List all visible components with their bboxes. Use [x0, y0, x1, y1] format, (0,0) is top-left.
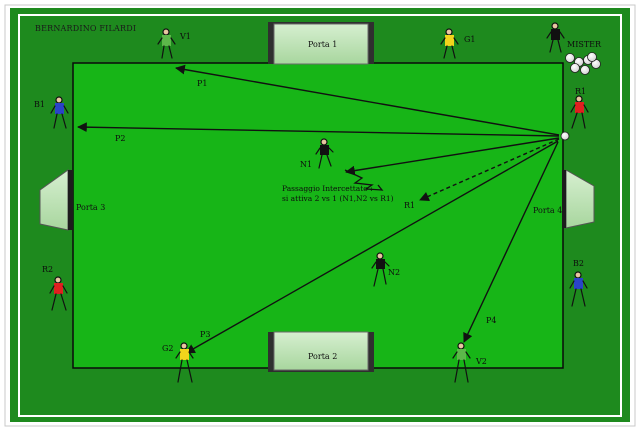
pass-p3-label: P3: [200, 330, 211, 339]
player-g1: [440, 28, 459, 59]
player-v1: [157, 28, 176, 59]
player-b1-label: B1: [34, 100, 45, 109]
player-g2: [175, 342, 194, 383]
pass-arrows: [77, 64, 560, 354]
interception-note: Passaggio Intercettato : si attiva 2 vs …: [282, 184, 394, 203]
pass-n1-arrow: [345, 137, 560, 176]
pass-p1-arrow: [175, 64, 560, 136]
pass-p3-arrow: [185, 140, 559, 354]
player-n1: [315, 138, 334, 169]
goal-right: [562, 169, 595, 229]
goal-bottom: [268, 331, 374, 372]
player-b2-label: B2: [573, 259, 584, 268]
player-v1-label: V1: [180, 32, 191, 41]
player-v2: [452, 342, 471, 383]
ball-pile: [565, 52, 601, 75]
pass-p4-arrow: [463, 141, 559, 343]
player-r2-label: R2: [42, 265, 54, 274]
player-mister: [546, 22, 565, 53]
player-n2-label: N2: [388, 268, 401, 277]
outer-boundary: [18, 14, 622, 417]
pass-r1-target-label: R1: [404, 201, 416, 210]
players-layer: [49, 22, 589, 383]
player-v2-label: V2: [476, 357, 487, 366]
player-g1-label: G1: [464, 35, 476, 44]
player-b2: [569, 271, 588, 307]
interception-note-line2: si attiva 2 vs 1 (N1,N2 vs R1): [282, 193, 394, 203]
goal-top: [268, 22, 374, 65]
ball-r1: [560, 131, 570, 141]
author-label: BERNARDINO FILARDI: [35, 24, 137, 33]
player-r1: [570, 95, 589, 129]
pass-p2-label: P2: [115, 134, 126, 143]
goal-bottom-label: Porta 2: [308, 352, 338, 361]
player-n2: [371, 252, 390, 287]
player-r2: [49, 276, 68, 311]
pass-p4-label: P4: [486, 316, 497, 325]
goal-top-label: Porta 1: [308, 40, 338, 49]
pass-p1-label: P1: [197, 79, 208, 88]
pass-r1-dashed-arrow: [419, 138, 560, 201]
pass-p2-arrow: [77, 122, 560, 137]
goal-left: [39, 169, 73, 231]
player-g2-label: G2: [162, 344, 174, 353]
goal-right-label: Porta 4: [533, 206, 563, 215]
interception-zigzag: [344, 169, 384, 191]
player-mister-label: MISTER: [567, 40, 602, 49]
interception-note-line1: Passaggio Intercettato :: [282, 184, 373, 193]
player-b1: [50, 96, 69, 129]
goal-left-label: Porta 3: [76, 203, 106, 212]
player-n1-label: N1: [300, 160, 313, 169]
player-r1-label: R1: [575, 87, 587, 96]
